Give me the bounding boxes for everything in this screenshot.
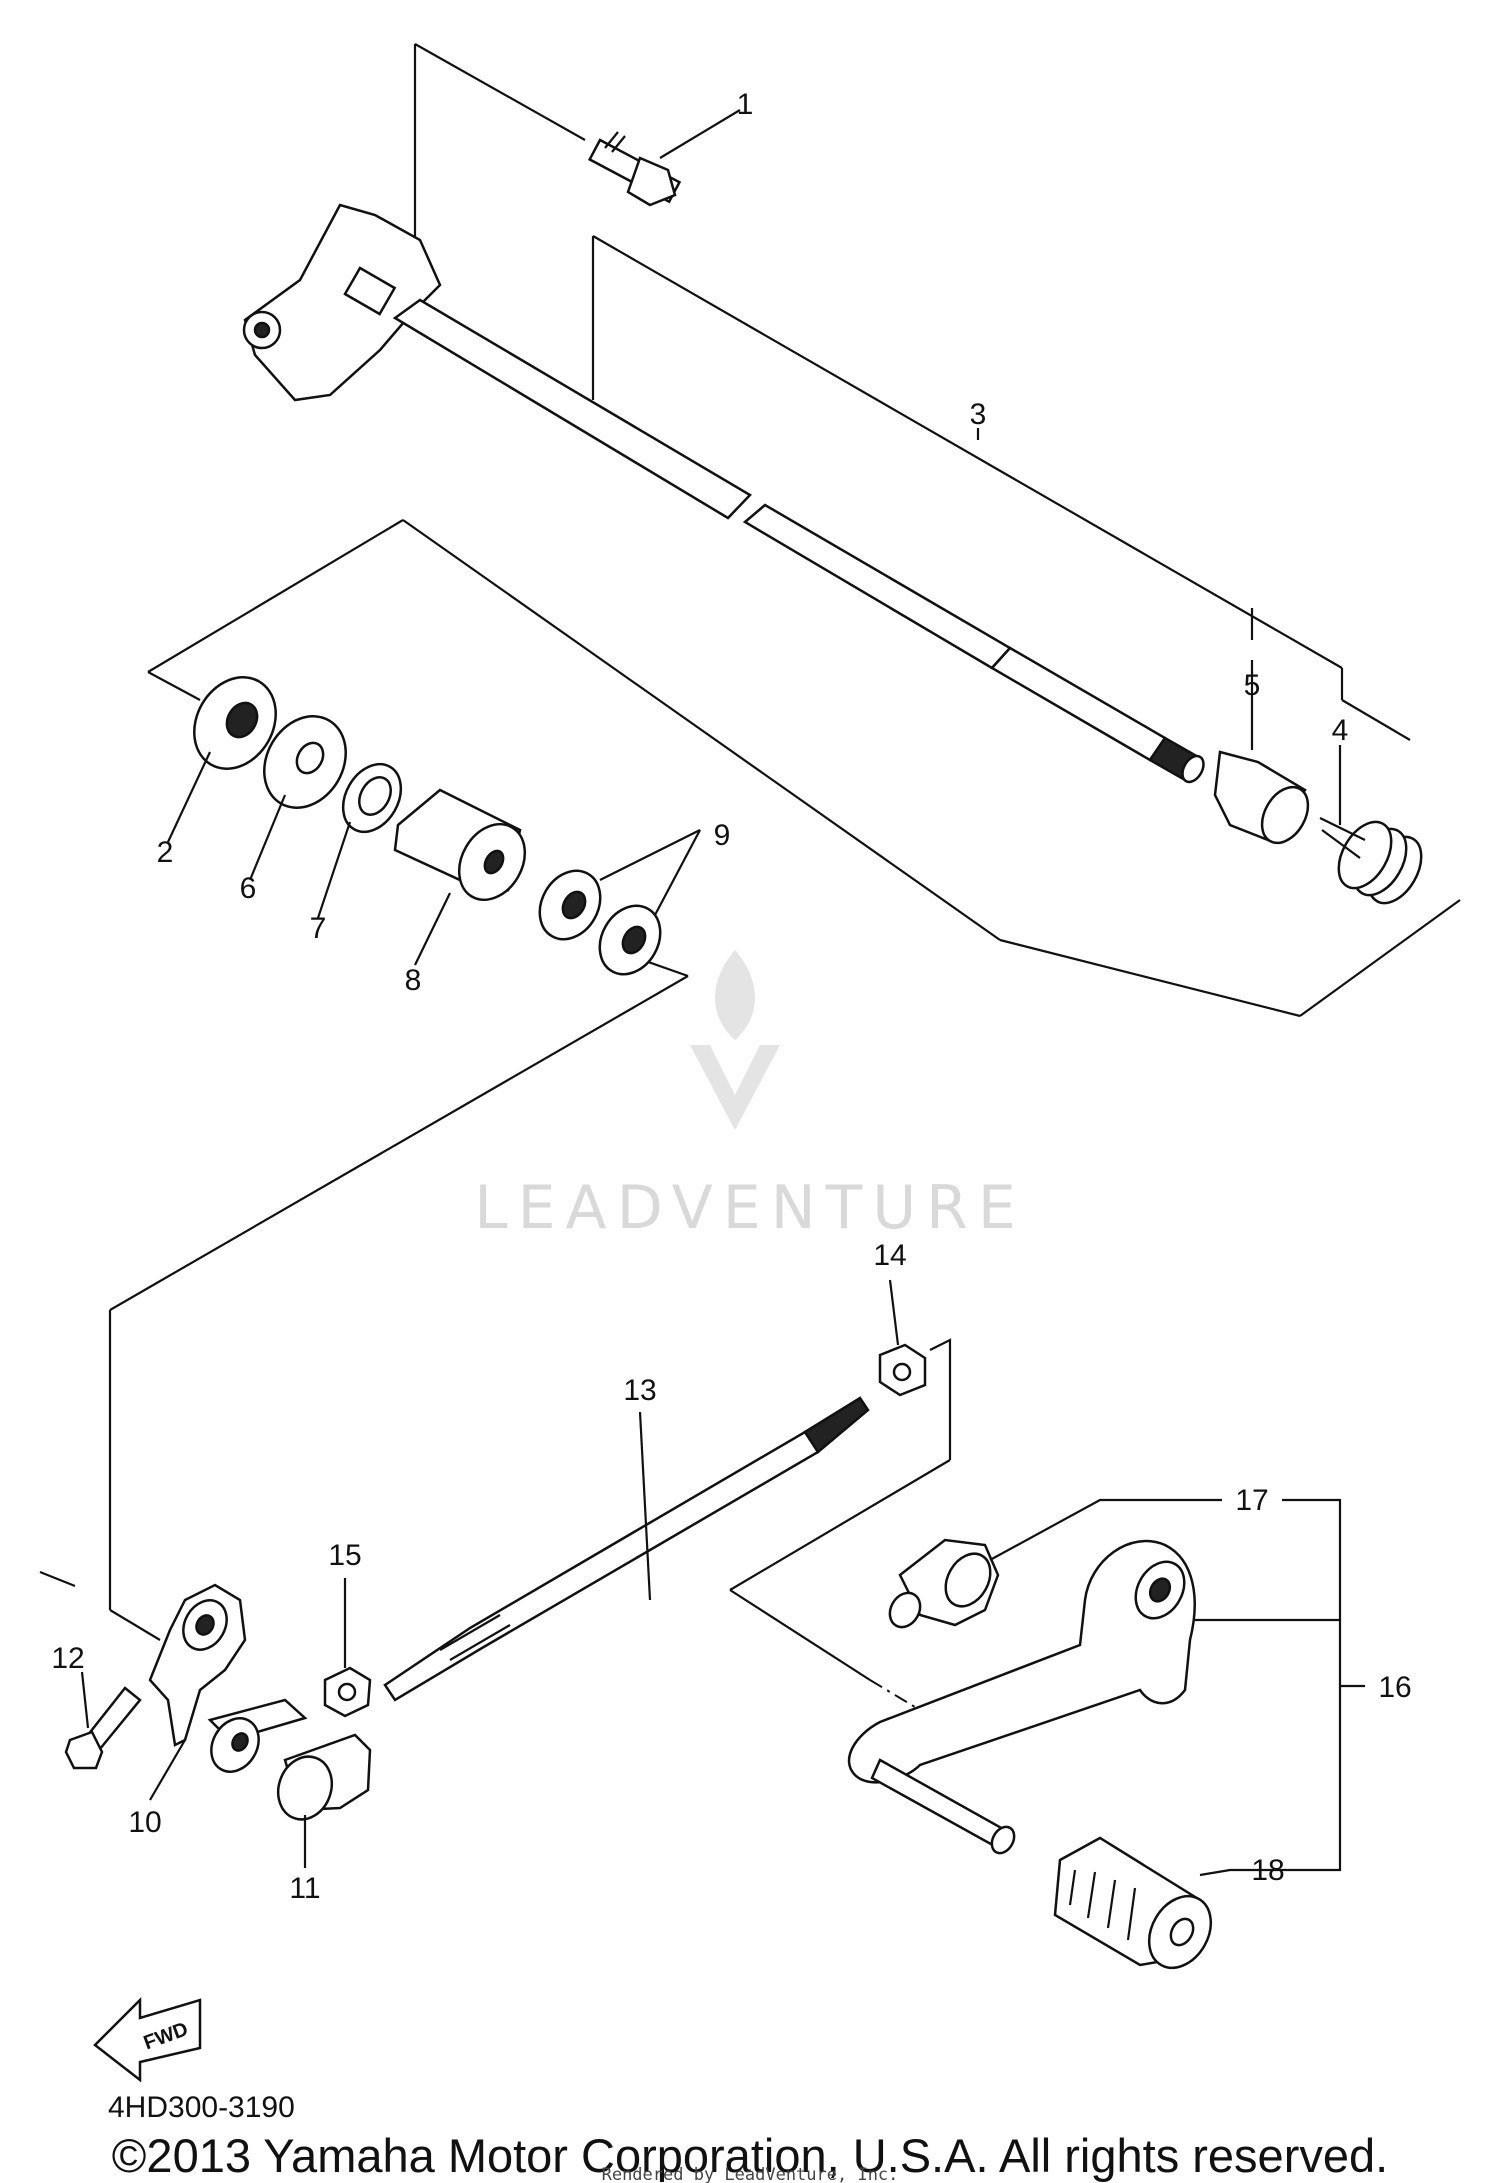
callout-2: 2 — [157, 836, 174, 869]
part-2-oil-seal — [193, 676, 277, 770]
part-18-pedal-rubber — [1053, 1836, 1213, 1970]
joint-pin — [207, 1698, 308, 1773]
callout-7: 7 — [310, 912, 327, 945]
fwd-arrow: FWD — [93, 1996, 202, 2083]
flame-logo — [715, 950, 755, 1040]
callout-15: 15 — [328, 1539, 361, 1572]
callout-9: 9 — [714, 819, 731, 852]
part-7-circlip — [341, 762, 403, 834]
callout-17: 17 — [1235, 1484, 1268, 1517]
callout-16: 16 — [1378, 1671, 1411, 1704]
part-9-bearing-a — [538, 869, 602, 941]
part-12-bolt — [64, 1686, 142, 1770]
part-17-rod-end — [888, 1538, 1000, 1629]
callout-13: 13 — [623, 1374, 656, 1407]
part-4-spring — [1319, 817, 1423, 905]
shift-shaft-arm — [242, 203, 442, 402]
part-10-shift-lever — [148, 1583, 247, 1747]
watermark-brand: LEADVENTURE — [474, 1173, 1026, 1243]
part-9-bearing-b — [598, 904, 662, 976]
callout-1: 1 — [737, 88, 754, 121]
callout-6: 6 — [240, 872, 257, 905]
callout-4: 4 — [1332, 714, 1349, 747]
callout-14: 14 — [873, 1239, 906, 1272]
part-1-stud-bolt — [587, 131, 682, 207]
callout-12: 12 — [51, 1642, 84, 1675]
callout-11: 11 — [289, 1872, 320, 1905]
part-16-shift-pedal — [847, 1539, 1196, 1855]
part-8-bushing — [393, 788, 527, 901]
leadventure-watermark: LEADVENTURE — [474, 950, 1026, 1243]
part-5-collar — [1213, 750, 1310, 845]
diagram-code: 4HD300-3190 — [108, 2091, 295, 2124]
callout-5: 5 — [1244, 669, 1261, 702]
callout-3: 3 — [970, 398, 987, 431]
v-logo — [690, 1045, 780, 1130]
rendered-by-text: Rendered by LeadVenture, Inc. — [602, 2165, 899, 2183]
callout-8: 8 — [405, 964, 422, 997]
callout-18: 18 — [1251, 1854, 1284, 1887]
callout-leaders — [80, 109, 1365, 1877]
callout-10: 10 — [128, 1806, 161, 1839]
part-14-nut — [878, 1343, 927, 1397]
part-11-joint-cap — [276, 1733, 372, 1821]
part-15-locknut — [323, 1666, 372, 1718]
part-13-shift-rod — [383, 1396, 870, 1702]
part-3-shift-shaft — [392, 298, 1205, 784]
copyright-text: ©2013 Yamaha Motor Corporation, U.S.A. A… — [112, 2129, 1388, 2182]
